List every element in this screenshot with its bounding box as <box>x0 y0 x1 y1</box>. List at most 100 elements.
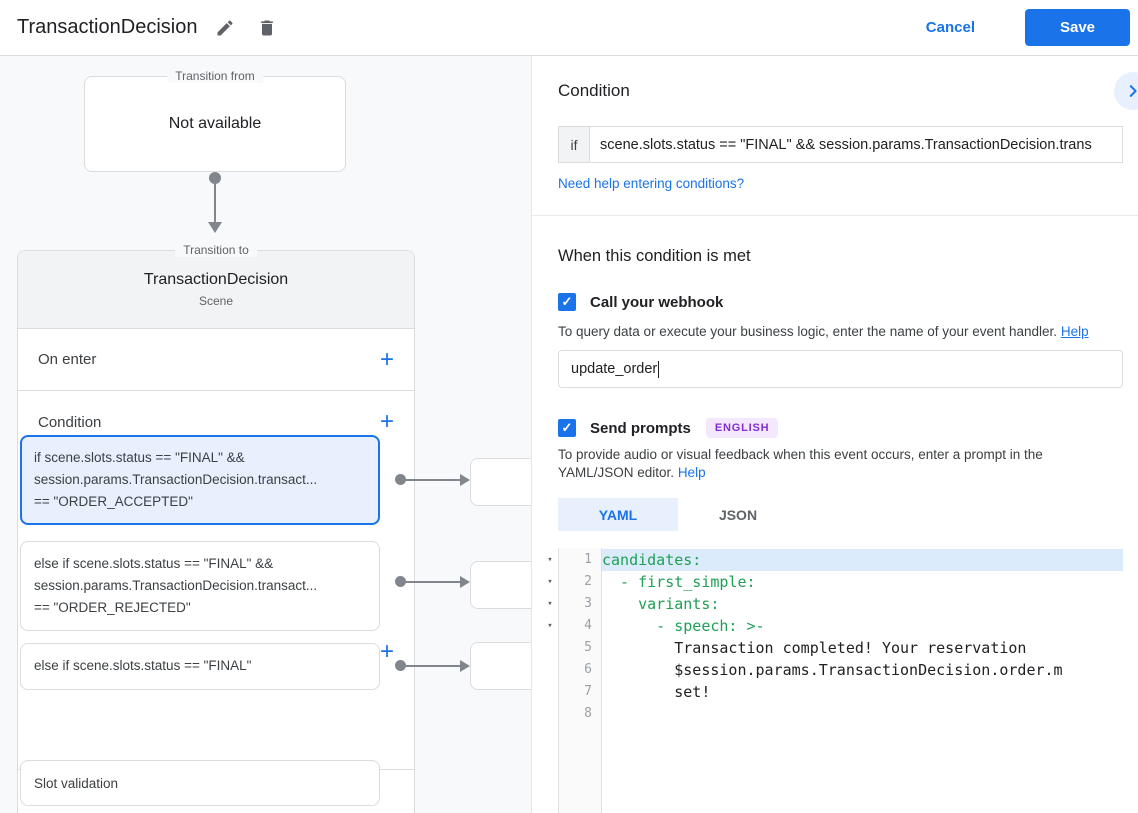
transition-from-value: Not available <box>168 115 262 132</box>
condition-line: else if scene.slots.status == "FINAL" <box>34 658 252 673</box>
arrow-right-icon <box>460 576 470 588</box>
transition-to-legend: Transition to <box>175 243 257 257</box>
fold-arrow-icon[interactable]: ▾ <box>547 555 553 565</box>
save-button[interactable]: Save <box>1025 9 1130 46</box>
line-number: 3 <box>584 596 592 611</box>
tab-yaml[interactable]: YAML <box>558 498 678 531</box>
panel-divider <box>532 215 1138 216</box>
code-line <box>602 703 1123 725</box>
add-on-enter-button[interactable]: + <box>379 345 394 373</box>
connector-dot <box>209 172 221 184</box>
webhook-helper: To query data or execute your business l… <box>558 324 1058 339</box>
event-handler-input[interactable]: update_order <box>558 350 1123 388</box>
webhook-help-link[interactable]: Help <box>1060 324 1089 339</box>
condition-line: session.params.TransactionDecision.trans… <box>34 472 318 487</box>
arrow-right-icon <box>460 660 470 672</box>
conditions-help-link[interactable]: Need help entering conditions? <box>558 176 745 191</box>
fold-arrow-icon[interactable]: ▾ <box>547 577 553 587</box>
plus-icon: + <box>379 408 394 435</box>
webhook-helper-text: To query data or execute your business l… <box>558 323 1118 341</box>
checkmark-icon: ✓ <box>561 420 573 435</box>
condition-line: == "ORDER_REJECTED" <box>34 600 191 615</box>
scene-card-header[interactable]: TransactionDecision Scene <box>18 251 414 329</box>
line-number: 1 <box>584 552 592 567</box>
collapse-panel-button[interactable] <box>1114 72 1138 110</box>
connector-line <box>403 665 460 667</box>
code-line: Transaction completed! Your reservation <box>602 639 1027 657</box>
fold-arrow-icon[interactable]: ▾ <box>547 599 553 609</box>
condition-detail-panel: Condition if scene.slots.status == "FINA… <box>531 56 1138 813</box>
fold-arrow-icon[interactable]: ▾ <box>547 621 553 631</box>
editor-gutter: ▾ 1 ▾ 2 ▾ 3 ▾ 4 5 6 7 8 <box>547 548 602 813</box>
condition-card-final[interactable]: else if scene.slots.status == "FINAL" <box>20 643 380 690</box>
slot-validation-card[interactable]: Slot validation <box>20 760 380 806</box>
arrow-right-icon <box>460 474 470 486</box>
webhook-label: Call your webhook <box>590 293 724 311</box>
code-line: variants: <box>602 595 720 613</box>
tab-json[interactable]: JSON <box>718 506 758 523</box>
condition-card-accepted[interactable]: if scene.slots.status == "FINAL" && sess… <box>20 435 380 525</box>
prompt-code-editor: ▾ 1 ▾ 2 ▾ 3 ▾ 4 5 6 7 8 candidates: - first_… <box>547 548 1123 813</box>
code-line: - speech: >- <box>602 617 765 635</box>
editor-format-tabs: YAML JSON <box>558 498 798 531</box>
trash-icon <box>257 18 277 38</box>
webhook-row: ✓ Call your webhook <box>558 293 723 311</box>
code-line: - first_simple: <box>602 573 756 591</box>
line-number: 8 <box>584 706 592 721</box>
pencil-icon <box>215 18 235 38</box>
code-line: set! <box>602 683 711 701</box>
on-enter-label: On enter <box>38 351 97 368</box>
connector-dot <box>395 660 406 671</box>
condition-line: session.params.TransactionDecision.trans… <box>34 578 318 593</box>
top-bar: TransactionDecision Cancel Save <box>0 0 1138 56</box>
delete-button[interactable] <box>253 14 281 42</box>
line-number: 4 <box>584 618 592 633</box>
scene-diagram-canvas: Not available Transition from Transactio… <box>0 56 546 813</box>
connector-line <box>403 581 460 583</box>
condition-expression-input[interactable]: scene.slots.status == "FINAL" && session… <box>600 136 1092 153</box>
connector-line <box>403 479 460 481</box>
add-slot-button[interactable]: + <box>380 640 394 664</box>
page-title: TransactionDecision <box>17 16 198 38</box>
panel-condition-heading: Condition <box>558 81 630 100</box>
transition-from-legend: Transition from <box>167 69 263 83</box>
prompts-help-link[interactable]: Help <box>677 464 706 480</box>
prompts-helper-text: To provide audio or visual feedback when… <box>558 446 1111 481</box>
transition-to-box: TransactionDecision Scene On enter + Con… <box>17 250 415 813</box>
slot-card-label: Slot validation <box>34 775 119 791</box>
add-condition-button[interactable]: + <box>380 410 394 434</box>
connector-dot <box>395 576 406 587</box>
checkmark-icon: ✓ <box>561 294 573 309</box>
cancel-button[interactable]: Cancel <box>925 19 975 36</box>
condition-line: == "ORDER_ACCEPTED" <box>34 494 193 509</box>
condition-line: if scene.slots.status == "FINAL" && <box>34 450 245 465</box>
condition-expression-field: if scene.slots.status == "FINAL" && sess… <box>558 126 1123 163</box>
condition-label: Condition <box>38 413 102 431</box>
chevron-right-icon <box>1124 82 1138 100</box>
edit-button[interactable] <box>211 14 239 42</box>
if-prefix-label: if <box>559 127 590 162</box>
section-on-enter: On enter + <box>18 329 414 391</box>
send-prompts-row: ✓ Send prompts ENGLISH <box>558 418 779 438</box>
text-cursor <box>658 360 660 378</box>
scene-type-label: Scene <box>198 294 234 308</box>
connector-line <box>214 183 216 223</box>
event-handler-value: update_order <box>571 361 658 377</box>
webhook-checkbox[interactable]: ✓ <box>558 293 576 311</box>
scene-name: TransactionDecision <box>143 271 289 288</box>
line-number: 5 <box>584 640 592 655</box>
condition-line: else if scene.slots.status == "FINAL" && <box>34 556 274 571</box>
plus-icon: + <box>379 345 394 373</box>
plus-icon: + <box>379 638 394 665</box>
arrow-down-icon <box>208 222 222 233</box>
line-number: 6 <box>584 662 592 677</box>
line-number: 2 <box>584 574 592 589</box>
send-prompts-checkbox[interactable]: ✓ <box>558 419 576 437</box>
editor-code-area[interactable]: candidates: - first_simple: variants: - … <box>602 548 1123 813</box>
condition-card-rejected[interactable]: else if scene.slots.status == "FINAL" &&… <box>20 541 380 631</box>
condition-met-heading: When this condition is met <box>558 247 751 265</box>
line-number: 7 <box>584 684 592 699</box>
section-condition: Condition + <box>18 401 414 443</box>
connector-dot <box>395 474 406 485</box>
